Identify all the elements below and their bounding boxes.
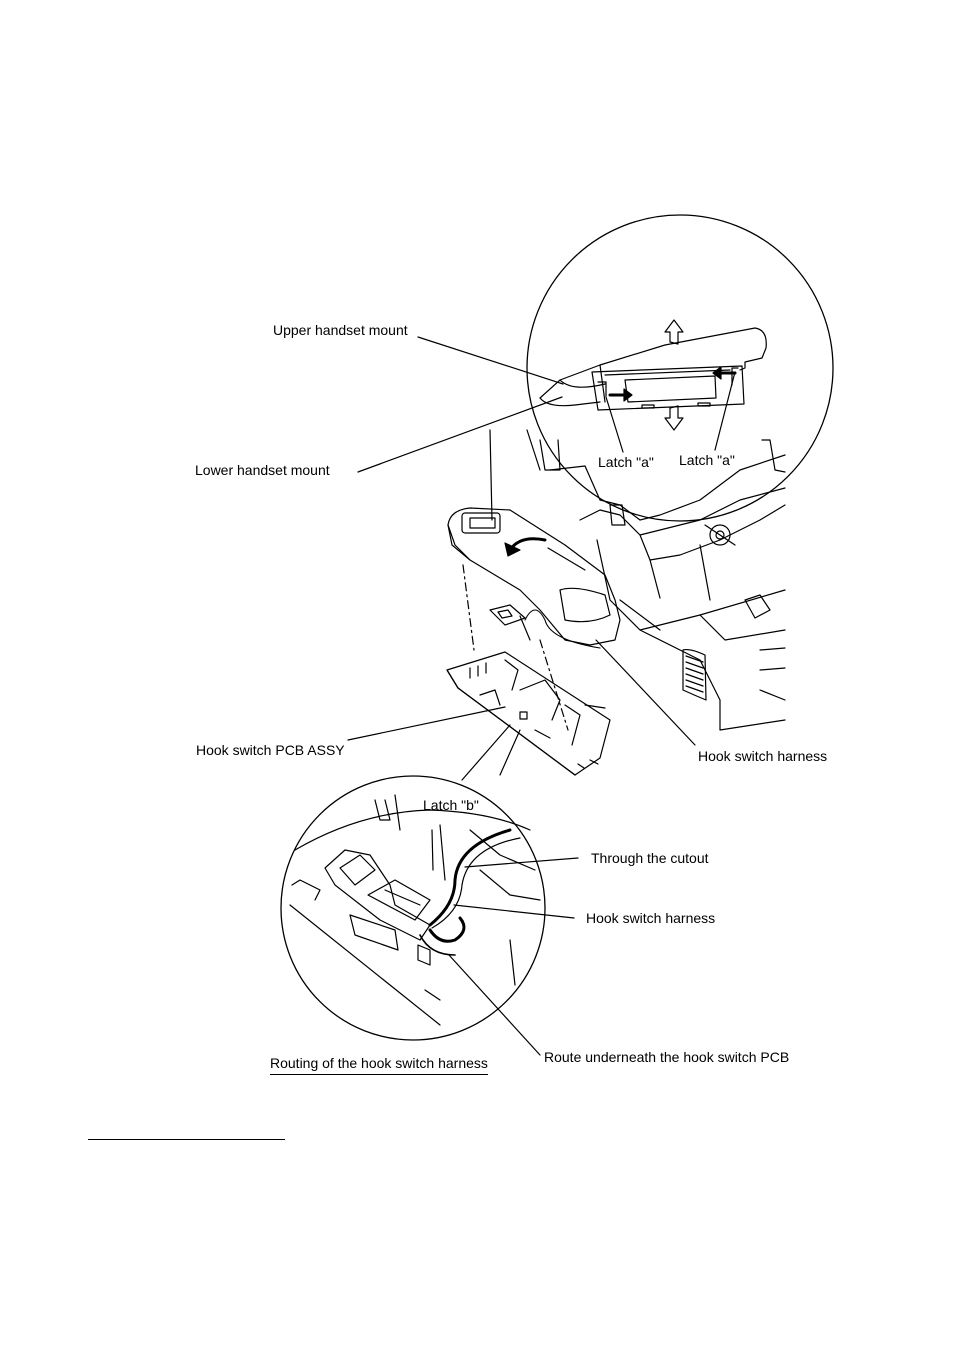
caption-routing: Routing of the hook switch harness: [270, 1055, 488, 1075]
label-hook-switch-harness-main: Hook switch harness: [698, 748, 827, 764]
leader-pcb-assy: [348, 707, 505, 740]
handset-mount: [448, 508, 620, 730]
footnote-rule: [88, 1139, 285, 1140]
label-latch-a-left: Latch "a": [598, 454, 654, 470]
leader-harness-main: [596, 640, 695, 745]
label-lower-handset-mount: Lower handset mount: [195, 462, 330, 478]
label-upper-handset-mount: Upper handset mount: [273, 322, 408, 338]
label-route-underneath: Route underneath the hook switch PCB: [544, 1049, 789, 1065]
label-latch-a-right: Latch "a": [679, 452, 735, 468]
top-detail-circle: [358, 215, 833, 521]
label-hook-switch-harness-detail: Hook switch harness: [586, 910, 715, 926]
machine-body: [490, 430, 785, 730]
bottom-detail-circle: [281, 776, 578, 1055]
label-latch-b: Latch "b": [423, 797, 479, 813]
label-hook-switch-pcb-assy: Hook switch PCB ASSY: [196, 742, 345, 758]
label-through-the-cutout: Through the cutout: [591, 850, 709, 866]
